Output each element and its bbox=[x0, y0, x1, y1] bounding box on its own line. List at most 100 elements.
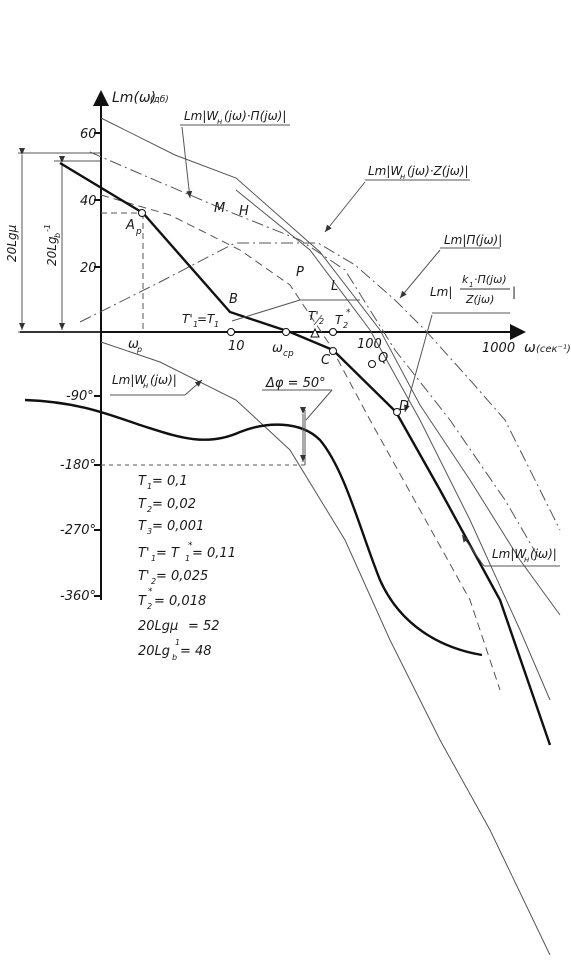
svg-text:*: * bbox=[188, 541, 193, 551]
svg-text:1: 1 bbox=[147, 482, 152, 491]
curve-long bbox=[235, 189, 551, 701]
svg-text:Lm|W: Lm|W bbox=[112, 373, 147, 387]
y-tick-label: 40 bbox=[80, 194, 97, 209]
param-b: 20Lg b 1 = 48 bbox=[138, 638, 212, 662]
svg-text:T: T bbox=[138, 519, 147, 534]
label-fraction: Lm| k 1 ·П(jω) Z(jω) | bbox=[430, 273, 516, 306]
svg-text:2: 2 bbox=[147, 505, 152, 514]
svg-text:T: T bbox=[138, 474, 147, 489]
point-q-label: Q bbox=[378, 351, 388, 366]
svg-text:T: T bbox=[138, 497, 147, 512]
svg-text:= 0,025: = 0,025 bbox=[156, 569, 208, 584]
x-axis-title: ω bbox=[524, 340, 536, 356]
param-t2: T 2 = 0,02 bbox=[138, 497, 196, 514]
svg-text:Lm|W: Lm|W bbox=[492, 547, 527, 561]
svg-text:= 0,1: = 0,1 bbox=[152, 474, 188, 489]
svg-text:н: н bbox=[143, 381, 148, 390]
svg-text:2: 2 bbox=[151, 577, 156, 586]
svg-text:1: 1 bbox=[469, 281, 473, 289]
point-b-label: B bbox=[229, 292, 238, 307]
svg-text:*: * bbox=[148, 587, 153, 597]
phase-tick-label: -360° bbox=[60, 589, 96, 604]
label-wn-right: Lm|W н (jω)| bbox=[492, 547, 557, 564]
svg-text:T': T' bbox=[138, 569, 150, 584]
curve-far-right bbox=[100, 341, 551, 956]
phase-tick-label: -270° bbox=[60, 523, 96, 538]
point-d-marker bbox=[393, 408, 401, 416]
label-wn-z: Lm|W н (jω)·Z(jω)| bbox=[368, 164, 469, 181]
point-l-label: L bbox=[331, 279, 338, 294]
curve-wn-p bbox=[100, 117, 561, 616]
svg-text:2: 2 bbox=[147, 602, 152, 611]
svg-text:Z(jω): Z(jω) bbox=[465, 293, 494, 306]
svg-text:T': T' bbox=[138, 546, 150, 561]
phase-tick-label: -90° bbox=[66, 389, 94, 404]
y-axis-unit: (дб) bbox=[150, 95, 169, 105]
svg-text:b: b bbox=[53, 233, 62, 238]
svg-text:1: 1 bbox=[151, 554, 156, 563]
svg-text:T': T' bbox=[182, 312, 193, 326]
svg-text:Lm|: Lm| bbox=[430, 285, 452, 299]
y-tick-label: 60 bbox=[80, 127, 97, 142]
point-c-label: C bbox=[321, 353, 331, 368]
point-markers bbox=[138, 209, 401, 416]
phase-tick-label: -180° bbox=[60, 458, 96, 473]
svg-text:= 0,11: = 0,11 bbox=[192, 546, 236, 561]
curve-wn-z bbox=[89, 151, 541, 561]
point-wcp-marker bbox=[282, 328, 290, 336]
svg-text:=T: =T bbox=[197, 312, 216, 326]
point-a-label: A bbox=[125, 218, 135, 233]
param-t1: T 1 = 0,1 bbox=[138, 474, 188, 491]
svg-text:= 52: = 52 bbox=[188, 619, 220, 634]
t2-star-label: T 2 * bbox=[335, 308, 351, 330]
point-p-label: P bbox=[296, 265, 304, 280]
svg-text:1: 1 bbox=[175, 638, 180, 647]
dimension-lines bbox=[18, 148, 100, 333]
x-tick-label: 10 bbox=[228, 339, 245, 354]
point-t1-marker bbox=[227, 328, 235, 336]
curve-wn-phase bbox=[24, 398, 483, 657]
svg-text:(jω)|: (jω)| bbox=[150, 373, 177, 387]
svg-text:20Lg: 20Lg bbox=[45, 236, 59, 266]
point-m-label: M bbox=[214, 201, 225, 216]
axes bbox=[20, 90, 526, 600]
x-tick-label: ω bbox=[272, 341, 283, 356]
svg-text:= T: = T bbox=[156, 546, 180, 561]
svg-text:= 0,018: = 0,018 bbox=[154, 594, 206, 609]
svg-text:(jω)|: (jω)| bbox=[530, 547, 557, 561]
label-p: Lm|П(jω)| bbox=[444, 233, 502, 247]
point-t2s-marker bbox=[329, 328, 337, 336]
svg-text:Lm|W: Lm|W bbox=[184, 109, 219, 123]
mu-dimension-label: 20Lgμ bbox=[5, 224, 19, 262]
svg-text:= 0,02: = 0,02 bbox=[152, 497, 196, 512]
svg-text:3: 3 bbox=[147, 527, 152, 536]
x-tick-label: 1000 bbox=[482, 341, 515, 356]
y-axis-title: Lm(ω) bbox=[112, 90, 156, 106]
omega-p-label: ω p bbox=[128, 337, 142, 354]
svg-text:-1: -1 bbox=[43, 224, 52, 232]
svg-text:1: 1 bbox=[185, 554, 190, 563]
point-a-marker bbox=[138, 209, 146, 217]
param-t3: T 3 = 0,001 bbox=[138, 519, 204, 536]
svg-text:1: 1 bbox=[193, 320, 198, 329]
x-tick-sub: ср bbox=[283, 349, 294, 359]
point-t2p-marker bbox=[310, 327, 320, 338]
svg-text:1: 1 bbox=[214, 320, 219, 329]
param-t2-prime: T' 2 = 0,025 bbox=[138, 569, 208, 586]
point-c-marker bbox=[329, 347, 337, 355]
y-tick-label: 20 bbox=[80, 261, 97, 276]
param-mu: 20Lgμ = 52 bbox=[138, 619, 220, 634]
svg-text:ω: ω bbox=[128, 337, 139, 352]
b-dimension-label: 20Lg b -1 bbox=[43, 224, 62, 266]
phase-margin-label: Δφ = 50° bbox=[265, 376, 326, 391]
svg-text:20Lg: 20Lg bbox=[138, 644, 170, 659]
label-wn-left: Lm|W н (jω)| bbox=[112, 373, 177, 390]
svg-text:T: T bbox=[138, 594, 147, 609]
svg-text:= 48: = 48 bbox=[180, 644, 212, 659]
construction-lines bbox=[101, 212, 360, 466]
svg-text:|: | bbox=[512, 285, 516, 299]
point-a-sub: p bbox=[135, 227, 142, 237]
param-t2-star: T 2 * = 0,018 bbox=[138, 587, 206, 611]
point-d-label: D bbox=[399, 399, 409, 414]
